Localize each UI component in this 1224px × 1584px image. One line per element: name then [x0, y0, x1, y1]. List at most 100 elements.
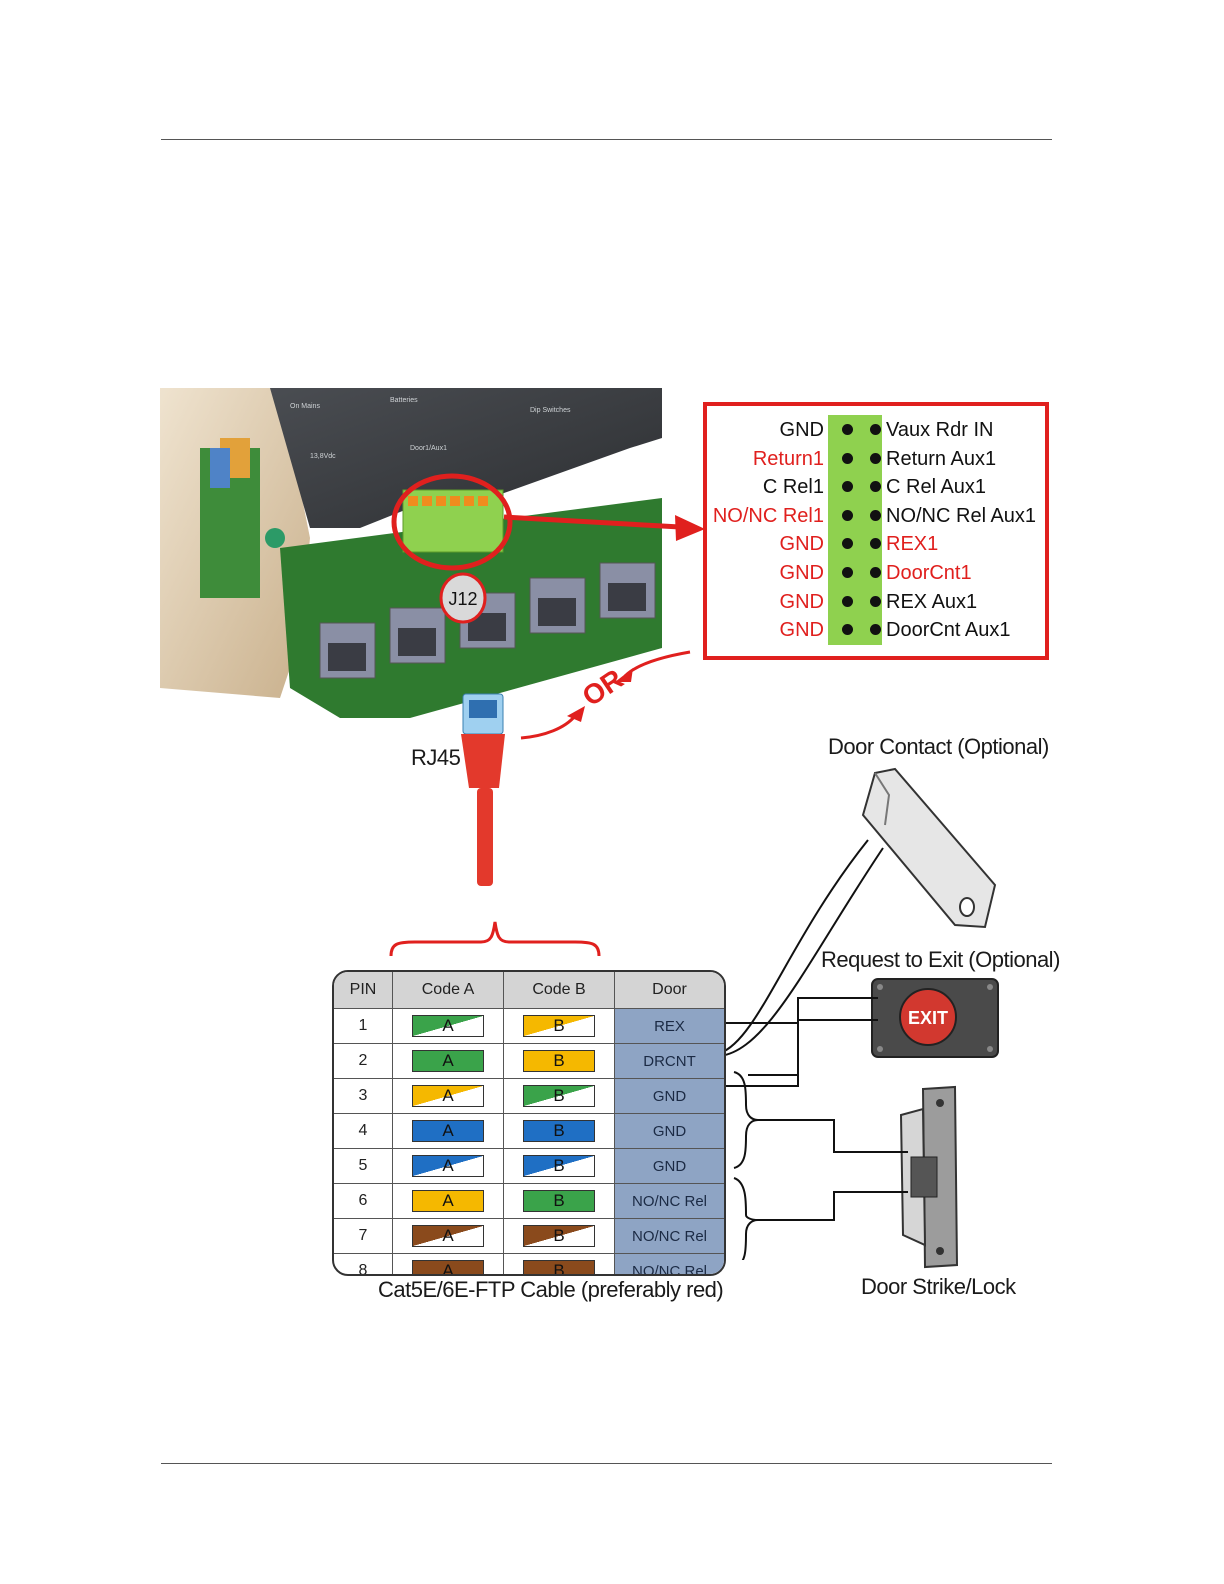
pin-number: 2 — [334, 1043, 393, 1079]
terminal-strip — [828, 415, 882, 645]
terminal-pin-dot — [842, 538, 853, 550]
pin-number: 6 — [334, 1183, 393, 1219]
svg-text:13,8Vdc: 13,8Vdc — [310, 453, 336, 460]
code-b-cell: B — [503, 1113, 615, 1149]
code-a-cell: A — [392, 1218, 504, 1254]
exit-button-image: EXIT — [871, 978, 999, 1058]
svg-text:On Mains: On Mains — [290, 403, 320, 410]
footer-rule — [161, 1463, 1052, 1464]
code-b-color-swatch: B — [523, 1155, 595, 1177]
rj45-label: RJ45 — [411, 745, 461, 770]
header-code-b: Code B — [503, 972, 615, 1009]
code-a-letter: A — [442, 1051, 454, 1070]
terminal-pin-dot — [870, 424, 881, 435]
wiring-lines — [719, 839, 908, 1260]
door-signal: DRCNT — [614, 1043, 724, 1079]
request-exit-caption: Request to Exit (Optional) — [821, 947, 1060, 972]
svg-text:Dip Switches: Dip Switches — [530, 407, 571, 414]
code-a-letter: A — [442, 1191, 454, 1210]
pin-number: 5 — [334, 1148, 393, 1184]
terminal-pin-dot — [842, 595, 853, 607]
code-b-letter: B — [553, 1016, 565, 1035]
terminal-pin-dot — [842, 452, 853, 464]
door-signal: REX — [614, 1008, 724, 1044]
terminal-left-label: C Rel1 — [762, 476, 824, 499]
terminal-pin-dot — [870, 624, 881, 636]
code-b-color-swatch: B — [523, 1190, 595, 1212]
svg-text:Batteries: Batteries — [390, 397, 418, 404]
pin-number: 7 — [334, 1218, 393, 1254]
terminal-arrow — [503, 514, 705, 541]
terminal-right-label: DoorCnt1 — [886, 562, 972, 584]
code-a-cell: A — [392, 1043, 504, 1079]
terminal-left-label: GND — [779, 533, 824, 556]
code-a-letter: A — [442, 1016, 454, 1035]
pin-row: 6 A B NO/NC Rel — [334, 1183, 724, 1219]
exit-button-label: EXIT — [908, 1008, 948, 1028]
door-signal: NO/NC Rel — [614, 1253, 724, 1274]
terminal-pin-dot — [842, 424, 853, 435]
code-b-color-swatch: B — [523, 1260, 595, 1276]
door-signal: GND — [614, 1078, 724, 1114]
pin-row: 8 A B NO/NC Rel — [334, 1253, 724, 1276]
door-contact-image — [861, 767, 997, 929]
code-b-cell: B — [503, 1183, 615, 1219]
terminal-right-label: Return Aux1 — [886, 447, 997, 470]
door-strike-caption: Door Strike/Lock — [861, 1274, 1016, 1299]
terminal-pin-dot — [842, 509, 853, 521]
code-a-letter: A — [442, 1261, 454, 1276]
code-a-color-swatch: A — [412, 1050, 484, 1072]
code-b-letter: B — [553, 1191, 565, 1210]
code-a-color-swatch: A — [412, 1260, 484, 1276]
code-b-letter: B — [553, 1261, 565, 1276]
code-a-color-swatch: A — [412, 1085, 484, 1107]
code-a-letter: A — [442, 1121, 454, 1140]
header-rule — [161, 139, 1052, 140]
terminal-left-label: Return1 — [752, 447, 824, 470]
terminal-pin-dot — [870, 567, 881, 578]
j12-label: J12 — [448, 589, 477, 609]
terminal-pin-dot — [870, 595, 881, 607]
code-b-letter: B — [553, 1051, 565, 1070]
code-b-color-swatch: B — [523, 1015, 595, 1037]
pin-number: 1 — [334, 1008, 393, 1044]
pin-row: 1 A B REX — [334, 1008, 724, 1044]
terminal-right-label: REX Aux1 — [886, 590, 978, 613]
code-b-letter: B — [553, 1121, 565, 1140]
code-b-cell: B — [503, 1008, 615, 1044]
terminal-pin-dot — [842, 567, 853, 578]
svg-text:Door1/Aux1: Door1/Aux1 — [410, 445, 447, 452]
terminal-left-label: NO/NC Rel1 — [712, 504, 824, 527]
terminal-left-label: GND — [779, 619, 824, 642]
door-strike-image — [899, 1085, 959, 1269]
code-a-cell: A — [392, 1183, 504, 1219]
terminal-left-label: GND — [779, 562, 824, 584]
terminal-right-label: REX1 — [886, 533, 939, 556]
header-pin: PIN — [334, 972, 393, 1009]
pin-row: 7 A B NO/NC Rel — [334, 1218, 724, 1254]
door-signal: NO/NC Rel — [614, 1218, 724, 1254]
code-b-color-swatch: B — [523, 1225, 595, 1247]
terminal-left-label: GND — [779, 590, 824, 613]
terminal-pin-dot — [842, 624, 853, 636]
code-a-color-swatch: A — [412, 1225, 484, 1247]
terminal-right-label: Vaux Rdr IN — [886, 419, 994, 441]
code-b-cell: B — [503, 1218, 615, 1254]
code-a-color-swatch: A — [412, 1120, 484, 1142]
terminal-pin-dot — [842, 481, 853, 493]
pin-number: 8 — [334, 1253, 393, 1274]
pin-number: 3 — [334, 1078, 393, 1114]
code-a-letter: A — [442, 1226, 454, 1245]
controller-board-image: On Mains Batteries 13,8Vdc Door1/Aux1 Di… — [160, 388, 662, 718]
door-signal: GND — [614, 1148, 724, 1184]
code-a-cell: A — [392, 1113, 504, 1149]
code-a-color-swatch: A — [412, 1015, 484, 1037]
code-b-color-swatch: B — [523, 1120, 595, 1142]
code-a-letter: A — [442, 1156, 454, 1175]
header-door: Door — [614, 972, 724, 1009]
door-signal: NO/NC Rel — [614, 1183, 724, 1219]
code-a-cell: A — [392, 1148, 504, 1184]
code-b-letter: B — [553, 1226, 565, 1245]
pin-table-header: PIN Code A Code B Door — [334, 972, 724, 1009]
